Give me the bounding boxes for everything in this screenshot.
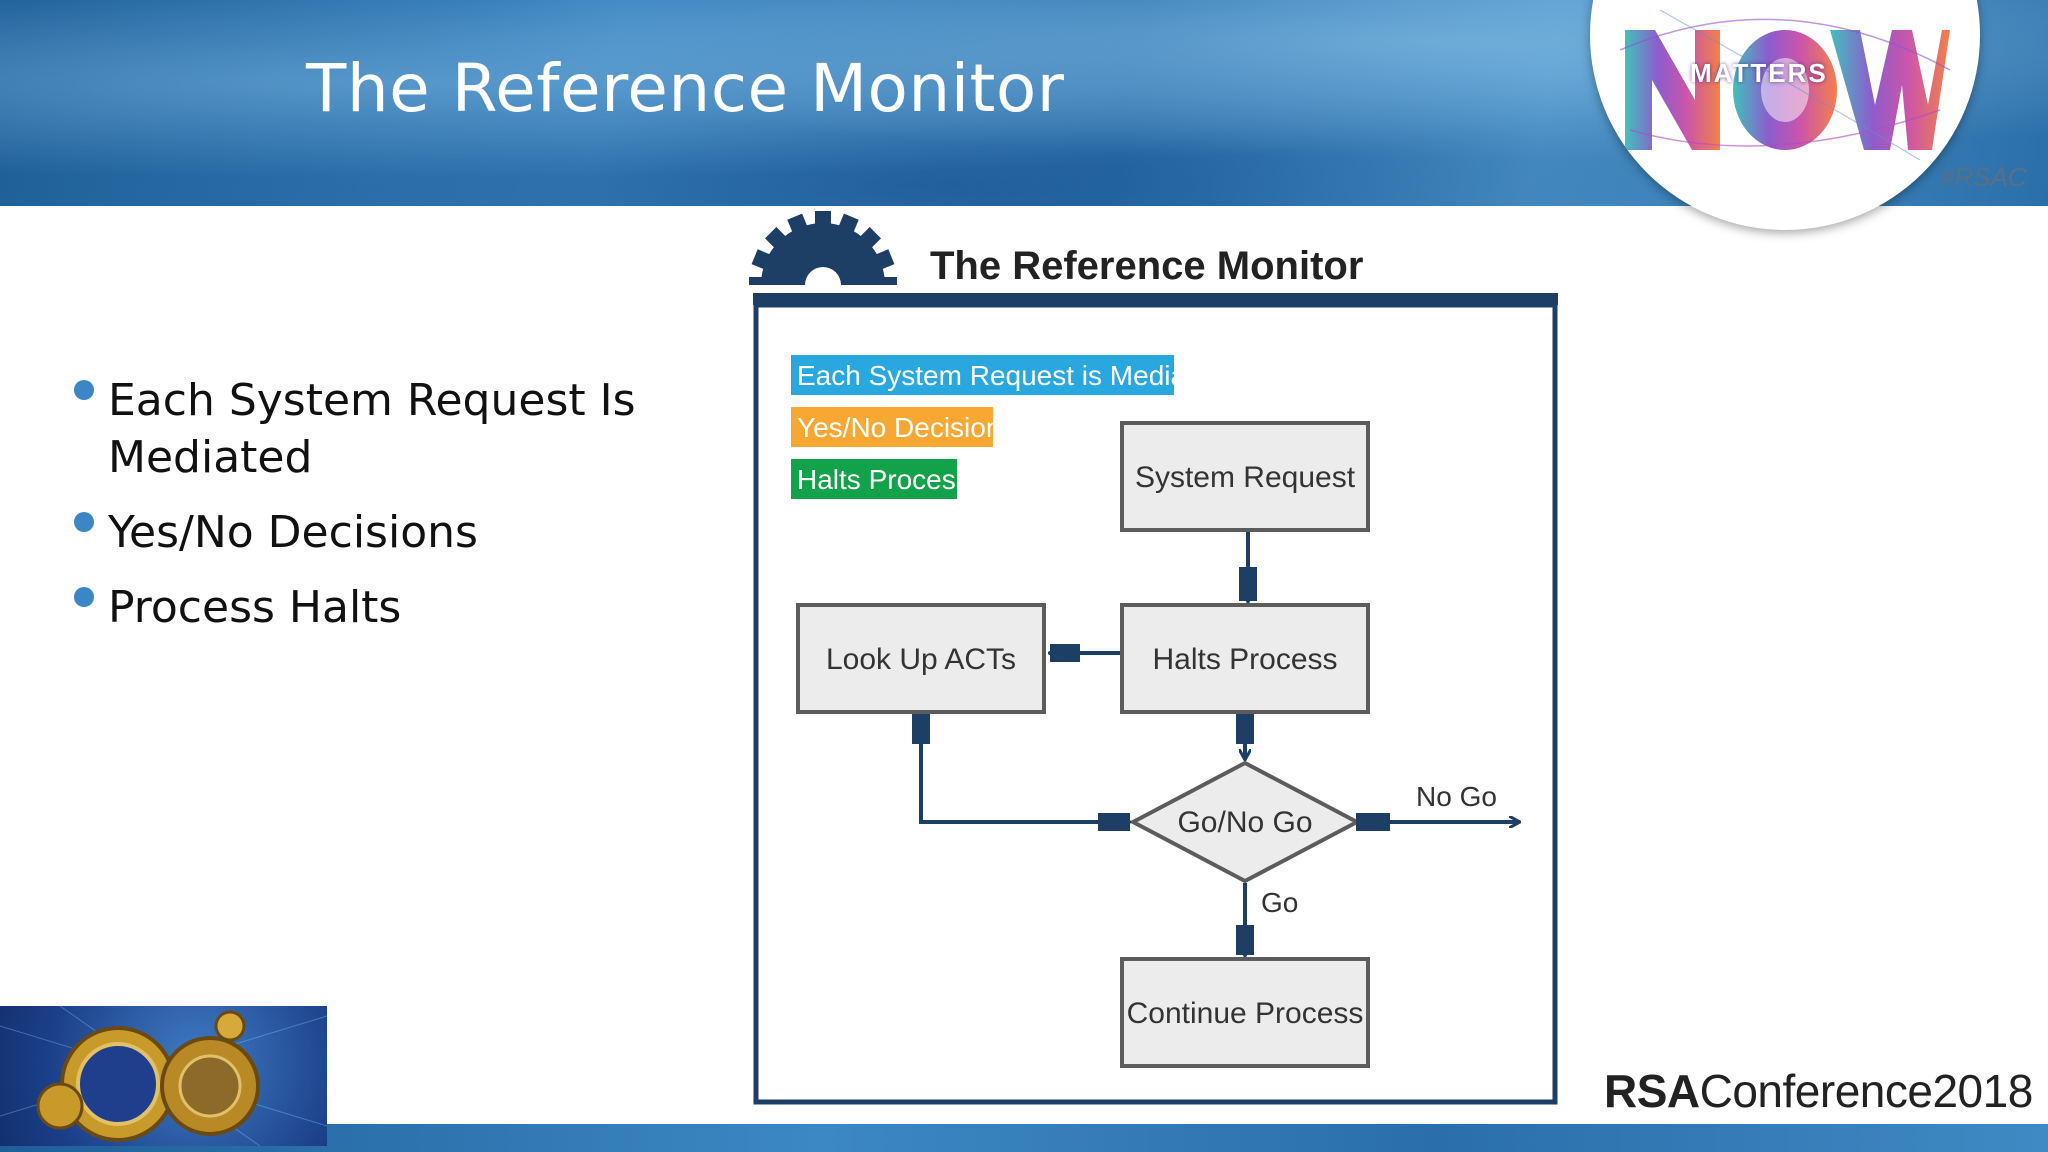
edge-connector bbox=[912, 714, 930, 744]
slide-title: The Reference Monitor bbox=[306, 50, 1065, 127]
edge-connector bbox=[1356, 813, 1390, 831]
diagram-edges bbox=[912, 532, 1519, 955]
frame-top-bar bbox=[753, 293, 1558, 305]
node-continue-process: Continue Process bbox=[1120, 957, 1370, 1068]
bullet-item: Each System Request Is Mediated bbox=[70, 372, 690, 486]
rsa-logo-brand: RSA bbox=[1604, 1065, 1700, 1117]
legend-swatch-mediated bbox=[791, 355, 1174, 395]
node-label: Look Up ACTs bbox=[826, 643, 1016, 676]
gears-illustration bbox=[0, 1006, 327, 1146]
bullet-item: Process Halts bbox=[70, 579, 690, 636]
bullet-dot bbox=[74, 380, 94, 400]
edge-lookup-to-decision bbox=[919, 714, 1129, 822]
edge-label-go: Go bbox=[1261, 887, 1298, 918]
bullet-text: Yes/No Decisions bbox=[108, 507, 478, 558]
node-go-no-go: Go/No Go bbox=[1128, 760, 1362, 884]
steampunk-thumbnail bbox=[0, 1006, 327, 1146]
badge-label: MATTERS bbox=[1690, 58, 1828, 88]
bullet-text: Process Halts bbox=[108, 582, 402, 633]
node-system-request: System Request bbox=[1120, 421, 1370, 532]
bullet-item: Yes/No Decisions bbox=[70, 504, 690, 561]
legend-label-decisions: Yes/No Decisions bbox=[797, 412, 1015, 443]
bullet-dot bbox=[74, 587, 94, 607]
edge-connector bbox=[1239, 567, 1257, 601]
legend-swatch-decisions bbox=[791, 407, 993, 447]
bullet-list: Each System Request Is Mediated Yes/No D… bbox=[70, 372, 690, 654]
edge-connector bbox=[1098, 813, 1130, 831]
node-look-up-acts: Look Up ACTs bbox=[796, 603, 1046, 714]
node-label: Go/No Go bbox=[1177, 806, 1312, 839]
edge-connector bbox=[1050, 644, 1080, 662]
legend-label-halts: Halts Process bbox=[797, 464, 970, 495]
bullet-dot bbox=[74, 512, 94, 532]
node-halts-process: Halts Process bbox=[1120, 603, 1370, 714]
legend: Each System Request is Mediated Yes/No D… bbox=[791, 355, 1225, 499]
diagram-title: The Reference Monitor bbox=[930, 244, 1363, 288]
edge-connector bbox=[1236, 925, 1254, 955]
badge-art bbox=[1620, 10, 1950, 160]
node-label: System Request bbox=[1135, 461, 1356, 494]
footer-strip bbox=[0, 1124, 2048, 1152]
rsa-logo-suffix: Conference2018 bbox=[1699, 1065, 2034, 1117]
bullet-text: Each System Request Is Mediated bbox=[108, 375, 636, 483]
legend-swatch-halts bbox=[791, 459, 957, 499]
edge-connector bbox=[1236, 714, 1254, 744]
node-label: Continue Process bbox=[1127, 997, 1364, 1030]
hashtag: #RSAC bbox=[1940, 162, 2027, 192]
node-label: Halts Process bbox=[1152, 643, 1337, 676]
edge-label-no-go: No Go bbox=[1416, 781, 1497, 812]
legend-label-mediated: Each System Request is Mediated bbox=[797, 360, 1225, 391]
rsa-conference-logo: RSAConference2018 bbox=[1604, 1064, 2033, 1118]
